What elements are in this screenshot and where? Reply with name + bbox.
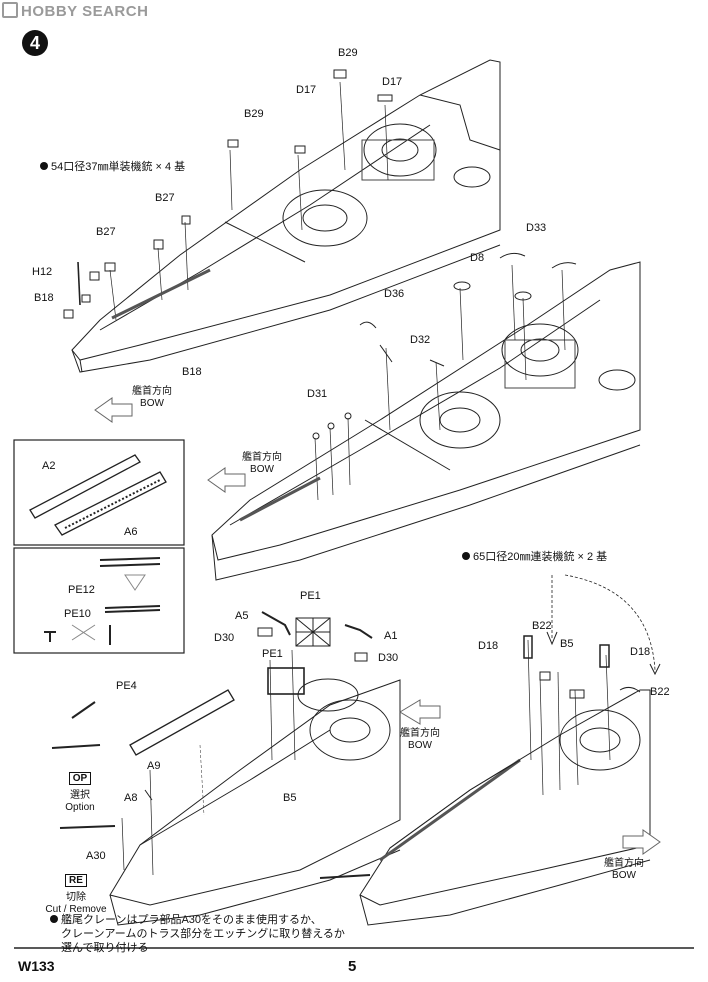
- part-label-d31: D31: [307, 388, 328, 400]
- part-label-a5: A5: [235, 610, 249, 622]
- footnote: 艦尾クレーンはプラ部品A30をそのまま使用するか、 クレーンアームのトラス部分を…: [50, 913, 345, 955]
- remove-tag: RE 切除 Cut / Remove: [45, 874, 107, 915]
- part-label-b18: B18: [34, 292, 54, 304]
- bullet-icon: [50, 915, 58, 923]
- part-label-b27: B27: [155, 192, 175, 204]
- part-label-b29: B29: [338, 47, 358, 59]
- part-label-pe4: PE4: [116, 680, 137, 692]
- bow-arrow-2-icon: [207, 467, 246, 493]
- inset-box-pe: [13, 547, 185, 654]
- remove-tag-box: RE: [65, 874, 87, 887]
- part-label-d17: D17: [296, 84, 317, 96]
- bow-arrow-3-icon: [399, 699, 441, 725]
- logo-icon: [2, 2, 18, 18]
- part-label-d17: D17: [382, 76, 403, 88]
- bow-arrow-4-icon: [622, 829, 661, 855]
- part-label-b5: B5: [560, 638, 574, 650]
- part-label-a9: A9: [147, 760, 161, 772]
- option-tag: OP 選択 Option: [65, 772, 95, 813]
- part-label-b18: B18: [182, 366, 202, 378]
- part-label-b22: B22: [532, 620, 552, 632]
- note-37mm-guns: 54口径37㎜単装機銃 × 4 基: [40, 158, 185, 174]
- part-label-a1: A1: [384, 630, 398, 642]
- hull-diagram-2: [211, 252, 641, 581]
- bow-arrow-1-icon: [94, 397, 133, 423]
- part-label-h12: H12: [32, 266, 53, 278]
- part-label-pe1: PE1: [262, 648, 283, 660]
- part-label-d18: D18: [630, 646, 651, 658]
- part-label-a2: A2: [42, 460, 56, 472]
- part-label-d36: D36: [384, 288, 405, 300]
- product-code: W133: [18, 958, 55, 974]
- inset-box-a2-a6: [13, 439, 185, 546]
- bullet-icon: [462, 552, 470, 560]
- part-label-d30: D30: [214, 632, 235, 644]
- part-label-b22: B22: [650, 686, 670, 698]
- part-label-d33: D33: [526, 222, 547, 234]
- part-label-pe10: PE10: [64, 608, 91, 620]
- hull-diagram-3: [51, 611, 401, 926]
- part-label-d18: D18: [478, 640, 499, 652]
- note-20mm-guns: 65口径20㎜連装機銃 × 2 基: [462, 548, 607, 564]
- part-label-d30: D30: [378, 652, 399, 664]
- bullet-icon: [40, 162, 48, 170]
- part-label-pe1: PE1: [300, 590, 321, 602]
- hull-diagram-1: [63, 59, 501, 373]
- watermark: HOBBY SEARCH: [2, 2, 148, 20]
- part-label-d8: D8: [470, 252, 485, 264]
- part-label-a8: A8: [124, 792, 138, 804]
- step-number: 4: [22, 30, 48, 56]
- part-label-d32: D32: [410, 334, 431, 346]
- option-tag-box: OP: [68, 772, 92, 785]
- page-number: 5: [348, 958, 357, 975]
- part-label-b27: B27: [96, 226, 116, 238]
- hull-diagram-4: [359, 574, 661, 926]
- part-label-b29: B29: [244, 108, 264, 120]
- part-label-a30: A30: [86, 850, 106, 862]
- part-label-pe12: PE12: [68, 584, 95, 596]
- part-label-a6: A6: [124, 526, 138, 538]
- part-label-b5: B5: [283, 792, 297, 804]
